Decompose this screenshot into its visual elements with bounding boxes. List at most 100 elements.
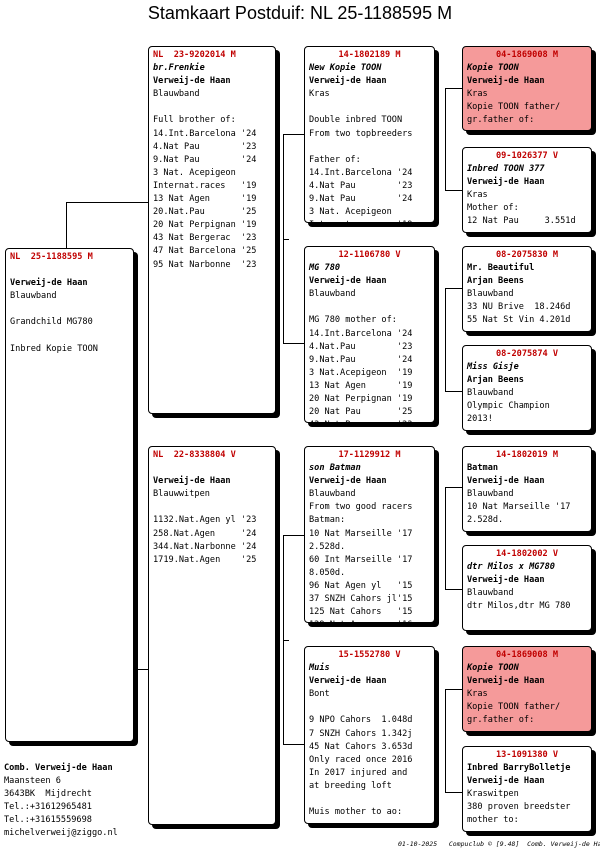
pigeon-info-line: 258.Nat.Agen '24 [153,528,257,539]
pigeon-info-line: Batman [467,463,499,474]
pigeon-info-line: gr.father of: [467,115,535,126]
pigeon-info-line: br.Frenkie [153,63,205,74]
pigeon-info-line: Mother of: [467,203,519,214]
connector-line [283,640,289,641]
connector-line [445,792,463,793]
pigeon-info-line: Inbred Kopie TOON [10,343,98,354]
pigeon-info-line [153,501,271,514]
pigeon-info-line [309,141,430,154]
connector-line [445,689,463,690]
pigeon-info-line: 43 Nat Bergerac '23 [153,233,257,244]
pigeon-info-line: Kras [309,89,330,100]
pigeon-info-line: 8.050d. [309,567,346,578]
pigeon-info-line: Blauwband [467,388,514,399]
pigeon-info-line: Kraswitpen [467,789,519,800]
pigeon-info-line: Kopie TOON [467,63,519,74]
pigeon-info-line: From two good racers [309,502,413,513]
pigeon-info-line: son Batman [309,463,361,474]
pigeon-info-line: Blauwwitpen [153,489,210,500]
ring-number: 14-1802189 M [338,50,401,60]
pigeon-info-line: gr.father of: [467,715,535,726]
pigeon-info-line: 3 Nat. Acepigeon [153,167,236,178]
contact-phone: Tel.:+31612965481 [4,802,92,813]
connector-line [283,535,284,744]
pigeon-info-line: Inbred TOON 377 [467,164,545,175]
page-title: Stamkaart Postduif: NL 25-1188595 M [147,3,453,23]
pigeon-info-line: Arjan Beens [467,375,524,386]
pigeon-info-line [309,301,430,314]
pigeon-info-line: Kras [467,89,488,100]
pigeon-info-line: 33 NU Brive 18.246d [467,302,571,313]
pigeon-info-line: Blauwband [309,489,356,500]
pigeon-info-line: dtr Milos x MG780 [467,562,555,573]
pigeon-info-line: Verweij-de Haan [153,76,231,87]
pigeon-info-line [10,264,129,277]
contact-address: Maansteen 6 [4,776,61,787]
ring-number: 17-1129912 M [338,450,401,460]
pigeon-info-line: 9.Nat Pau '24 [153,154,257,165]
pigeon-info-line: 129 Nat Agen '16 [309,619,430,622]
pigeon-info-line: 1719.Nat.Agen '25 [153,554,257,565]
pigeon-info-line: 14.Int.Barcelona '24 [309,167,413,178]
ring-number: 04-1869008 M [495,50,559,60]
ring-number: NL 22-8338804 V [153,450,236,460]
connector-line [283,744,305,745]
pigeon-info-line: 14.Int.Barcelona '24 [153,128,257,139]
connector-line [445,391,463,392]
footer-credit: 01-10-2025 Compuclub © [9.48] Comb. Verw… [398,840,600,848]
ring-number: 08-2075830 M [495,250,559,260]
owner-contact: Comb. Verweij-de Haan Maansteen 6 3643BK… [4,762,118,841]
pigeon-info-line: 9 NPO Cahors 1.048d [309,715,413,726]
pigeon-info-line: Verweij-de Haan [467,676,545,687]
pigeon-info-line: 60 Int Marseille '17 [309,554,413,565]
connector-line [445,288,463,289]
pigeon-info-line: 14.Int.Barcelona '24 [309,328,413,339]
pigeon-info-line: Kras [467,190,488,201]
pigeon-info-line: 3 Nat. Acepigeon [309,207,392,218]
connector-line [445,190,463,191]
pigeon-info-line: 10 Nat Marseille '17 [309,528,413,539]
pigeon-info-line: Blauwband [309,289,356,300]
pigeon-info-line: 45 Nat Cahors 3.653d [309,741,413,752]
pigeon-info-line: 13 Nat Agen '19 [309,380,413,391]
pigeon-info-line: 47 Nat Barcelona '25 [153,246,257,257]
pigeon-info-line: Full brother of: [153,115,236,126]
pigeon-info-line: Blauwband [467,588,514,599]
pigeon-info-line: 55 Nat St Vin 4.201d [467,315,571,326]
ring-number: NL 25-1188595 M [10,252,93,262]
ring-number: 08-2075874 V [495,349,559,359]
pigeon-info-line: 43 Nat Bergerac '23 [309,419,430,422]
pigeon-info-line: 13 Nat Agen '19 [153,194,257,205]
ring-number: 14-1802019 M [495,450,559,460]
pigeon-info-line: Grandchild MG780 [10,317,93,328]
pigeon-info-line: 95 Nat Narbonne '23 [153,259,257,270]
pigeon-info-line [153,101,271,114]
pigeon-info-line: Olympic Champion [467,401,550,412]
pigeon-info-line: Verweij-de Haan [309,476,387,487]
pigeon-info-line: Miss Gisje [467,362,519,373]
contact-city: 3643BK Mijdrecht [4,789,92,800]
pigeon-info-line [309,101,430,114]
pigeon-info-line: 4.Nat Pau '23 [153,141,257,152]
pigeon-info-line: Verweij-de Haan [309,676,387,687]
ring-number: 13-1091380 V [495,750,559,760]
contact-email: michelverweij@ziggo.nl [4,828,118,839]
ring-number: 09-1026377 V [495,151,559,161]
pigeon-info-line: mother to: [467,815,519,826]
pigeon-info-line: Internat.races '19 [153,180,257,191]
ring-number: NL 23-9202014 M [153,50,236,60]
pigeon-info-line: 7 SNZH Cahors 1.342j [309,728,413,739]
pigeon-info-line: Verweij-de Haan [467,76,545,87]
connector-line [283,239,289,240]
connector-line [283,343,305,344]
